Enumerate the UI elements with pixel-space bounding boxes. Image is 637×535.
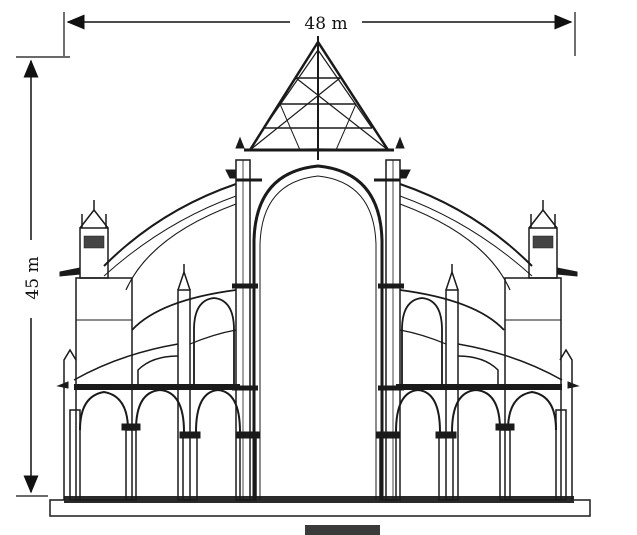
height-dimension: 45 m xyxy=(16,56,70,497)
width-dimension: 48 m xyxy=(63,12,576,56)
nave xyxy=(225,136,411,501)
gallery-floors xyxy=(74,384,562,390)
upper-flying-buttresses xyxy=(103,183,533,291)
inner-aisle-piers xyxy=(73,264,563,501)
roof-truss xyxy=(244,36,394,160)
outer-aisle-walls xyxy=(56,348,580,500)
ground-base xyxy=(49,496,591,535)
height-label: 45 m xyxy=(23,256,43,299)
ground-arcade xyxy=(69,388,567,501)
width-label: 48 m xyxy=(304,14,347,34)
triforium-arches xyxy=(137,297,499,386)
